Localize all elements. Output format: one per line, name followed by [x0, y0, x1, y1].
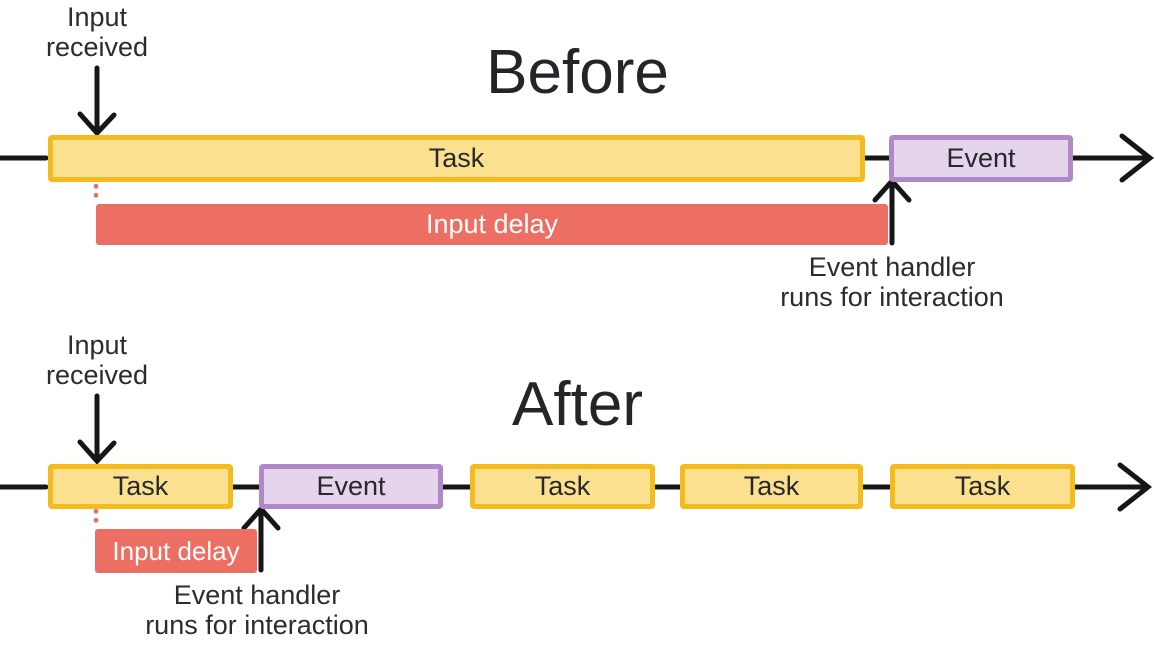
before-input-received-label: Input received [45, 2, 149, 62]
before-event-handler-label: Event handler runs for interaction [780, 252, 1004, 312]
after-input-delay-bar: Input delay [95, 529, 257, 573]
after-event-bar: Event [259, 464, 443, 509]
before-input-delay-label: Input delay [425, 209, 559, 239]
after-task-bar-1: Task [48, 464, 233, 509]
after-task-label-4: Task [954, 471, 1011, 501]
before-input-arrow-head-icon [77, 111, 117, 137]
before-task-bar: Task [48, 135, 865, 182]
after-timeline-arrow-head-icon [1117, 462, 1153, 512]
before-title: Before [486, 38, 669, 107]
after-task-label-3: Task [743, 471, 800, 501]
before-timeline-arrow-head-icon [1119, 133, 1155, 183]
after-event-handler-label: Event handler runs for interaction [145, 580, 369, 640]
after-task-bar-2: Task [470, 464, 655, 509]
after-input-received-label: Input received [45, 330, 149, 390]
after-input-arrow-head-icon [77, 439, 117, 465]
after-input-delay-label: Input delay [112, 535, 240, 566]
before-task-label: Task [428, 143, 485, 173]
after-event-handler-arrow-head-icon [241, 505, 281, 531]
before-input-delay-bar: Input delay [96, 204, 888, 245]
before-event-bar: Event [889, 135, 1073, 182]
before-event-handler-arrow-head-icon [872, 177, 912, 203]
after-task-bar-3: Task [680, 464, 863, 509]
after-event-label: Event [316, 471, 386, 501]
after-title: After [512, 370, 643, 439]
after-task-label-2: Task [534, 471, 591, 501]
after-task-bar-4: Task [890, 464, 1075, 509]
before-event-label: Event [946, 143, 1016, 173]
after-task-label-1: Task [112, 471, 169, 501]
